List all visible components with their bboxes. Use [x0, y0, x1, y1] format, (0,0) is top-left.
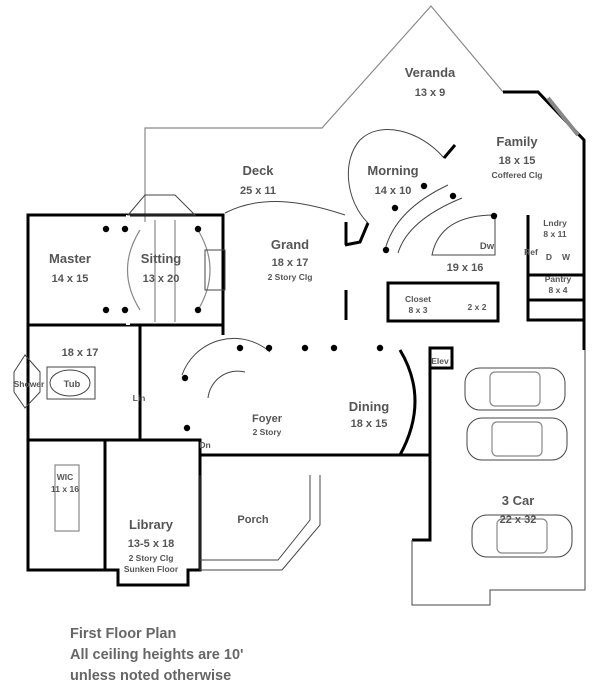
tub-surround [46, 366, 96, 400]
foyer-label: Foyer [252, 413, 283, 425]
library-label: Library [129, 517, 174, 532]
library-note-2: Sunken Floor [124, 564, 179, 574]
morning-label: Morning [367, 163, 418, 178]
family-size: 18 x 15 [499, 155, 536, 167]
tub-icon [49, 369, 91, 397]
porch-outline [199, 475, 321, 571]
kitchen-counter2 [397, 197, 463, 254]
grand-size: 18 x 17 [272, 257, 309, 269]
sitting-bay-top [126, 194, 197, 216]
wic-island [54, 464, 80, 532]
library-wall [105, 438, 202, 587]
porch-outline-inner [200, 475, 311, 561]
dishwasher-label: Dw [480, 241, 495, 252]
shower-label: Shower [14, 379, 45, 389]
foyer-stair [181, 337, 271, 376]
refrigerator-label: Ref [524, 247, 538, 257]
pantry-size: 8 x 4 [549, 285, 568, 295]
grand-note: 2 Story Clg [268, 272, 313, 282]
fireplace [204, 249, 226, 291]
laundry-size: 8 x 11 [543, 229, 566, 239]
foyer-note: 2 Story [253, 427, 282, 437]
library-size: 13-5 x 18 [128, 538, 174, 550]
laundry-wall [526, 215, 584, 322]
garage-outline [411, 350, 586, 606]
family-label: Family [496, 134, 538, 149]
dining-curve [398, 349, 417, 456]
deck-outline [144, 5, 504, 222]
closet-size: 8 x 3 [409, 305, 428, 315]
family-door-wall [442, 144, 457, 159]
veranda-size: 13 x 9 [415, 87, 446, 99]
master-label: Master [49, 251, 91, 266]
library-note-1: 2 Story Clg [129, 553, 174, 563]
family-note: Coffered Clg [492, 170, 543, 180]
plan-note-1: All ceiling heights are 10' [70, 647, 244, 663]
plan-caption: First Floor Plan All ceiling heights are… [70, 624, 243, 687]
elevator [428, 346, 454, 370]
column-posts [102, 182, 498, 432]
plan-note-2: unless noted otherwise [70, 668, 232, 684]
wic-label: WIC [57, 472, 74, 482]
dining-size: 18 x 15 [351, 418, 388, 430]
wic-wall [26, 438, 107, 572]
sitting-curve-left [126, 229, 141, 311]
pantry-label: Pantry [545, 274, 572, 284]
car-icon [471, 514, 573, 558]
master-bath-size: 18 x 17 [62, 347, 99, 359]
tub-label: Tub [64, 379, 81, 390]
morning-bay [347, 129, 445, 224]
car-icon [466, 417, 568, 461]
linen-label: Lin [133, 393, 146, 403]
plan-title: First Floor Plan [70, 626, 177, 642]
garage-wall [412, 355, 432, 542]
master-size: 14 x 15 [52, 273, 89, 285]
morning-wall [344, 222, 370, 247]
grand-bay [224, 201, 346, 216]
sitting-curve-right [197, 229, 211, 311]
family-window [546, 96, 580, 137]
dining-label: Dining [349, 399, 389, 414]
wic-size: 11 x 16 [51, 484, 79, 494]
closet-label: Closet [405, 294, 431, 304]
washer-label: W [562, 252, 571, 262]
car-icon [464, 367, 566, 411]
kitchen-size: 19 x 16 [447, 262, 484, 274]
garage-size: 22 x 32 [500, 514, 537, 526]
foyer-stair-inner [207, 370, 246, 399]
sitting-label: Sitting [141, 251, 181, 266]
sitting-size: 13 x 20 [143, 273, 180, 285]
veranda-label: Veranda [405, 65, 456, 80]
morning-size: 14 x 10 [375, 185, 412, 197]
stair-down-label: Dn [199, 440, 210, 450]
deck-label: Deck [242, 163, 274, 178]
dryer-label: D [546, 252, 552, 262]
laundry-label: Lndry [543, 218, 567, 228]
grand-label: Grand [271, 237, 309, 252]
powder-size: 2 x 2 [468, 302, 487, 312]
kitchen-counter [384, 184, 449, 251]
deck-size: 25 x 11 [240, 185, 276, 197]
master-bath-wall [26, 325, 140, 442]
elevator-label: Elev [431, 356, 449, 366]
porch-label: Porch [237, 514, 268, 526]
garage-label: 3 Car [502, 493, 535, 508]
shower-icon [13, 354, 41, 409]
closet-wall [386, 281, 500, 323]
